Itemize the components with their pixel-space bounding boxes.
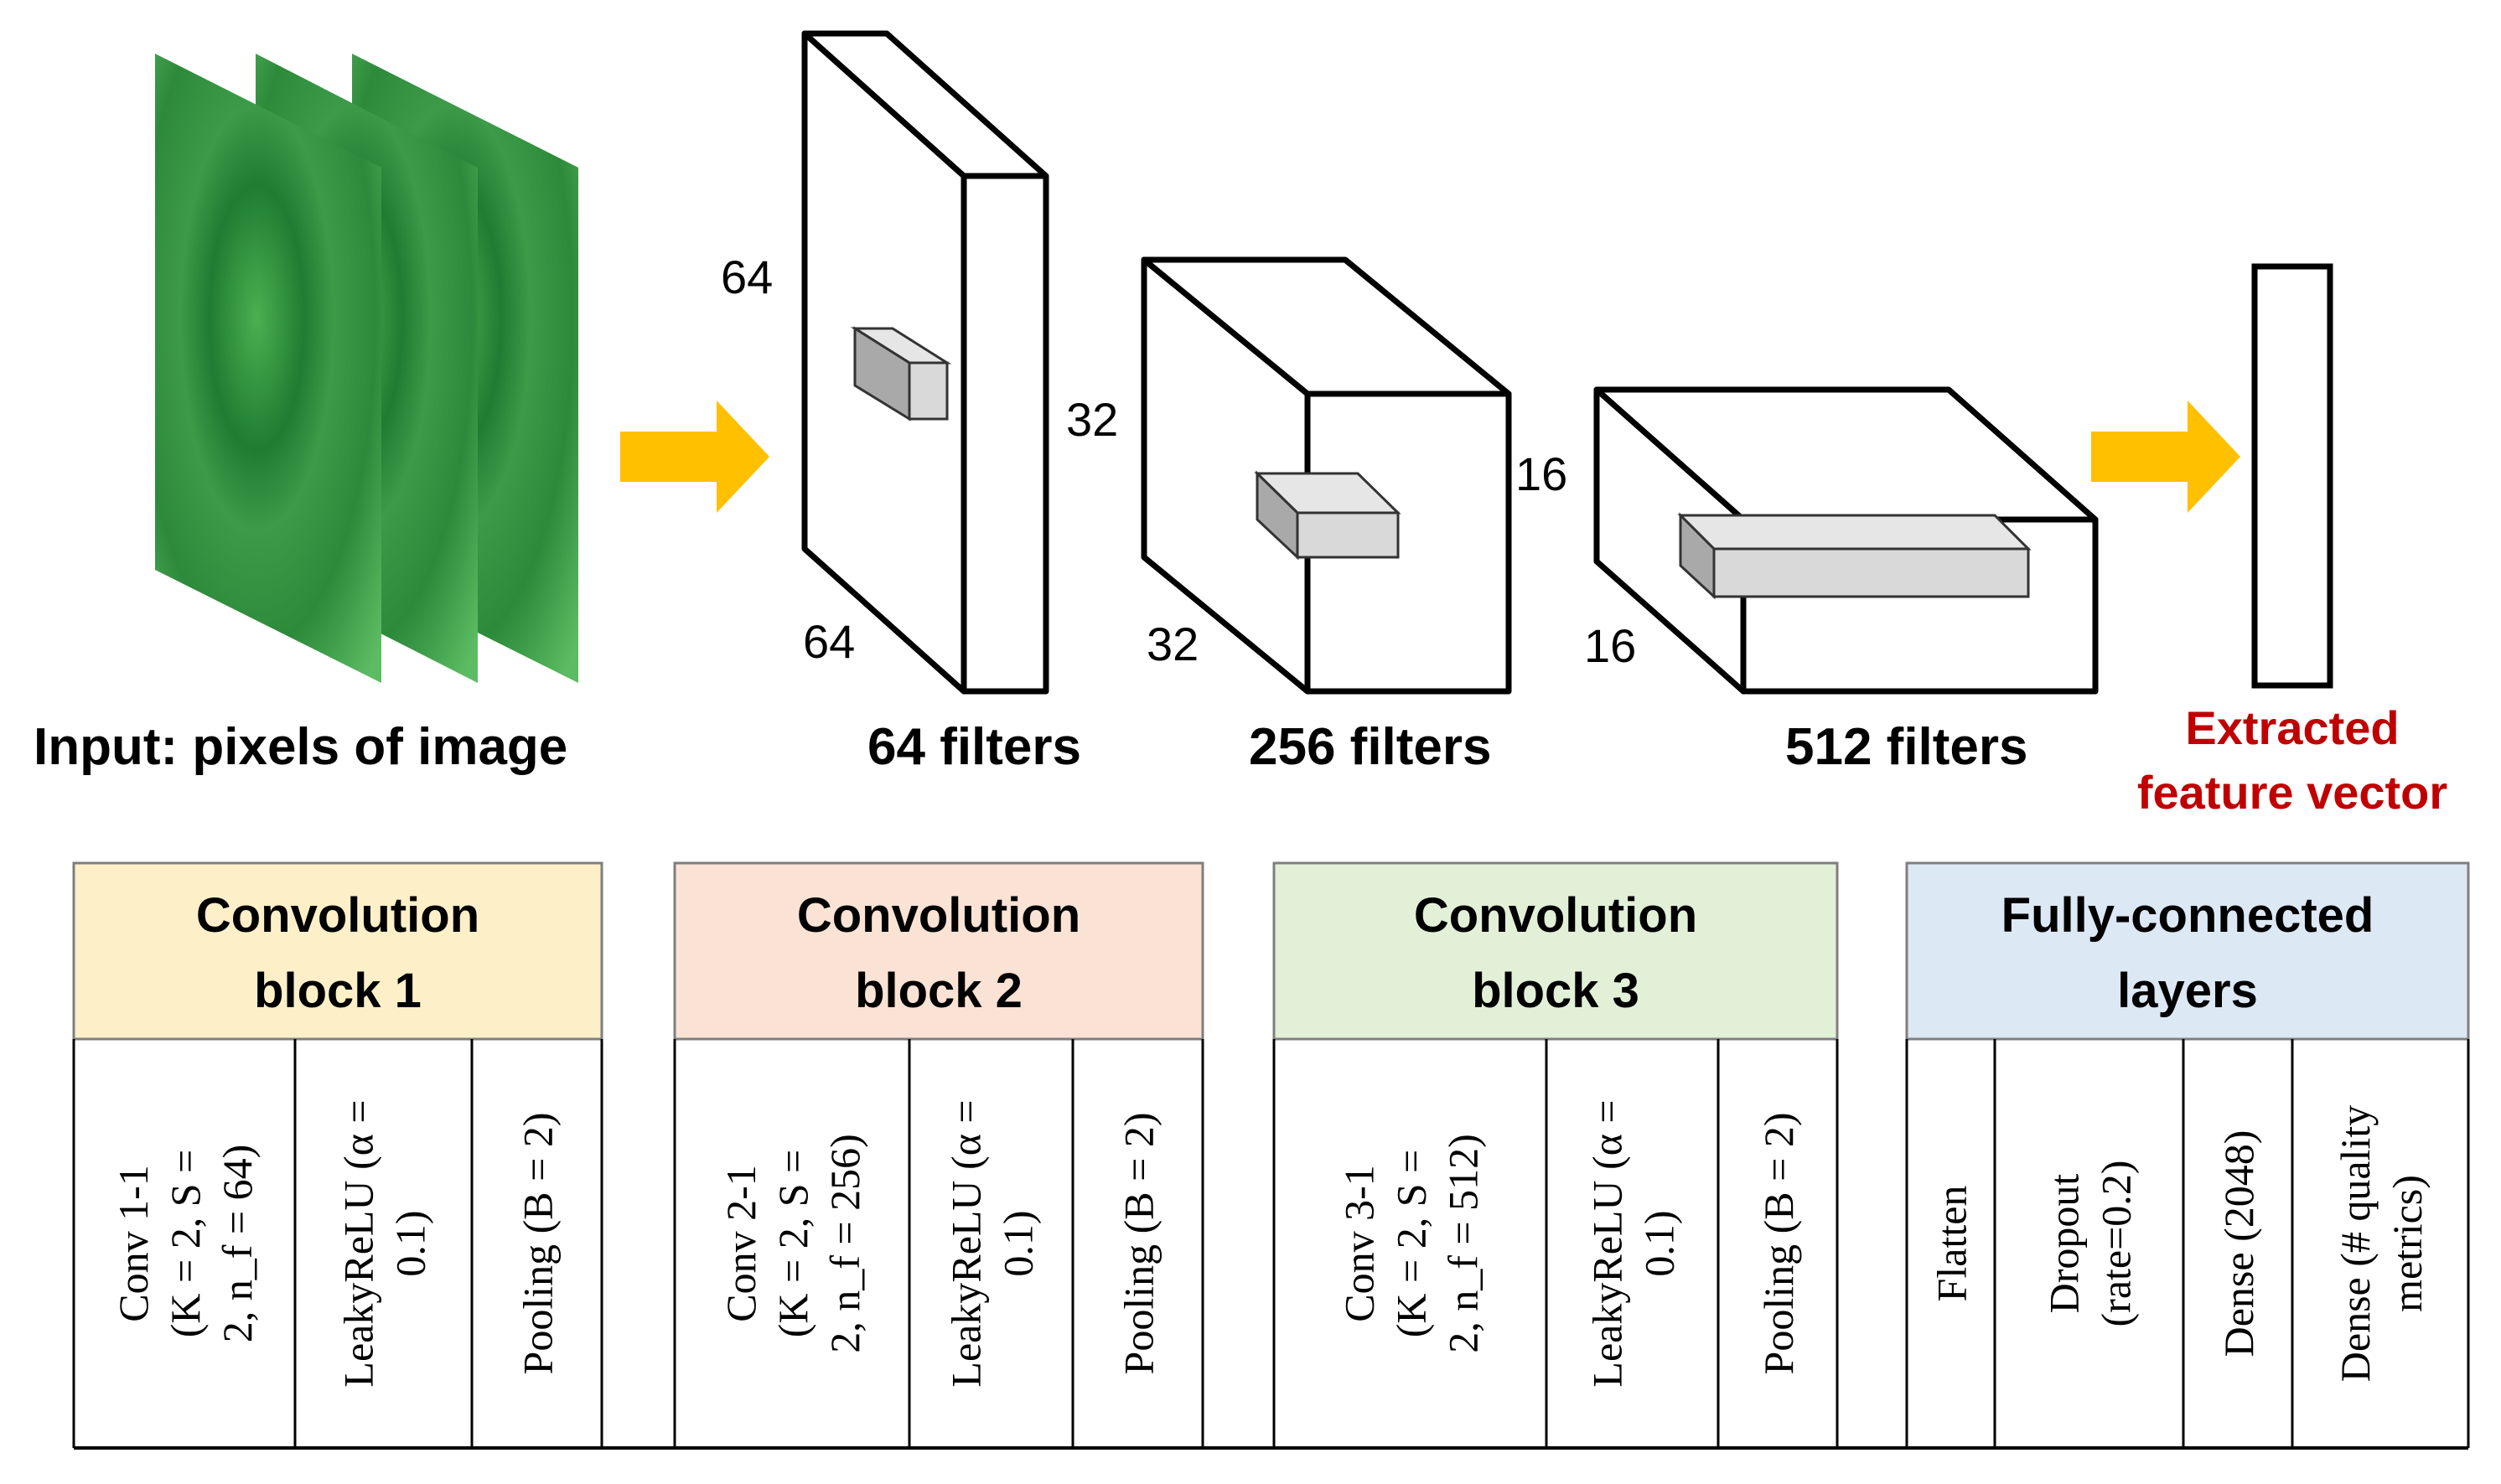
table-cell: Dropout(rate=0.2) [2041, 1161, 2140, 1327]
layer-2-depth-label: 32 [1147, 618, 1199, 670]
table-cell-line: Dropout [2041, 1174, 2088, 1314]
feature-vector [2251, 263, 2333, 689]
layer-3-height-label: 16 [1515, 447, 1567, 500]
layer-3-depth-label: 16 [1584, 619, 1636, 672]
table-cell: Conv 3-1(K = 2, S =2, n_f = 512) [1336, 1134, 1487, 1353]
layer-1-filters-label: 64 filters [867, 718, 1081, 776]
block-title-line1: Fully-connected [2001, 888, 2374, 943]
input-image-layer [155, 54, 381, 683]
table-cell: Conv 1-1(K = 2, S =2, n_f = 64) [110, 1145, 261, 1343]
block-header [72, 861, 603, 1041]
kernel-2 [1254, 470, 1401, 561]
table-cell-line: Pooling (B = 2) [1116, 1113, 1162, 1375]
table-cell-line: 2, n_f = 256) [821, 1134, 868, 1353]
table-cell-line: 2, n_f = 512) [1440, 1134, 1487, 1353]
layer-1-depth-label: 64 [803, 615, 855, 668]
table-block-1: Convolution block 1 Conv 1-1(K = 2, S =2, … [72, 861, 603, 1448]
table-cell-line: (K = 2, S = [1388, 1150, 1435, 1337]
table-cell-line: Pooling (B = 2) [515, 1113, 562, 1375]
output-label-line2: feature vector [2137, 766, 2447, 819]
arrow-icon [620, 401, 769, 513]
layer-2-filters-label: 256 filters [1249, 718, 1492, 776]
input-image-stack [155, 54, 578, 683]
table-cell: Dense (2048) [2215, 1130, 2262, 1357]
input-label: Input: pixels of image [34, 718, 567, 776]
block-header [1272, 861, 1839, 1041]
block-title-line2: block 1 [254, 964, 422, 1018]
table-cell-line: Dense (2048) [2215, 1130, 2262, 1357]
table-cell-line: Pooling (B = 2) [1755, 1113, 1802, 1375]
block-header [673, 861, 1204, 1041]
output-label-line1: Extracted [2185, 701, 2399, 754]
table-cell: Flatten [1929, 1186, 1975, 1302]
kernel-3 [1677, 512, 2032, 600]
block-title-line1: Convolution [196, 888, 479, 943]
kernel-1 [850, 326, 952, 421]
layer-1-height-label: 64 [721, 251, 773, 303]
table-cell-line: 0.1) [1636, 1210, 1683, 1276]
table-cell: Pooling (B = 2) [1116, 1113, 1162, 1375]
table-cell-line: Dense (# quality [2332, 1105, 2379, 1382]
table-block-3: Convolution block 3 Conv 3-1(K = 2, S =2, … [1272, 861, 1839, 1448]
table-cell: Pooling (B = 2) [1755, 1113, 1802, 1375]
table-cell: LeakyReLU (α =0.1) [1584, 1099, 1683, 1387]
block-title-line2: block 3 [1472, 964, 1639, 1018]
block-title-line2: layers [2117, 964, 2258, 1018]
block-title-line1: Convolution [797, 888, 1080, 943]
block-title-line1: Convolution [1414, 888, 1697, 943]
table-cell-line: Flatten [1929, 1186, 1975, 1302]
table-cell-line: Conv 1-1 [110, 1165, 157, 1322]
table-cell: Conv 2-1(K = 2, S =2, n_f = 256) [717, 1134, 868, 1353]
table-cell: LeakyReLU (α =0.1) [943, 1099, 1042, 1387]
table-cell-line: 0.1) [995, 1210, 1042, 1276]
table-block-2: Convolution block 2 Conv 2-1(K = 2, S =2, … [673, 861, 1204, 1448]
table-cell: Pooling (B = 2) [515, 1113, 562, 1375]
arrow-icon [2091, 401, 2240, 513]
layer-2-height-label: 32 [1066, 393, 1118, 446]
table-cell-line: Conv 2-1 [717, 1165, 764, 1322]
table-cell-line: 2, n_f = 64) [214, 1145, 261, 1343]
layer-3-filters-label: 512 filters [1785, 718, 2028, 776]
table-cell-line: 0.1) [387, 1210, 434, 1276]
table-cell: LeakyReLU (α =0.1) [335, 1099, 434, 1387]
table-cell-line: (K = 2, S = [162, 1150, 209, 1337]
table-cell-line: Conv 3-1 [1336, 1165, 1383, 1322]
block-header [1905, 861, 2470, 1041]
table-cell-line: (K = 2, S = [769, 1150, 816, 1337]
table-cell-line: (rate=0.2) [2093, 1161, 2140, 1327]
conv-layer-2-volume [1141, 256, 1512, 695]
block-title-line2: block 2 [855, 964, 1023, 1018]
table-cell-line: LeakyReLU (α = [335, 1099, 382, 1387]
table-cell-line: metrics) [2384, 1175, 2431, 1312]
table-cell-line: LeakyReLU (α = [943, 1099, 990, 1387]
table-cell-line: LeakyReLU (α = [1584, 1099, 1631, 1387]
